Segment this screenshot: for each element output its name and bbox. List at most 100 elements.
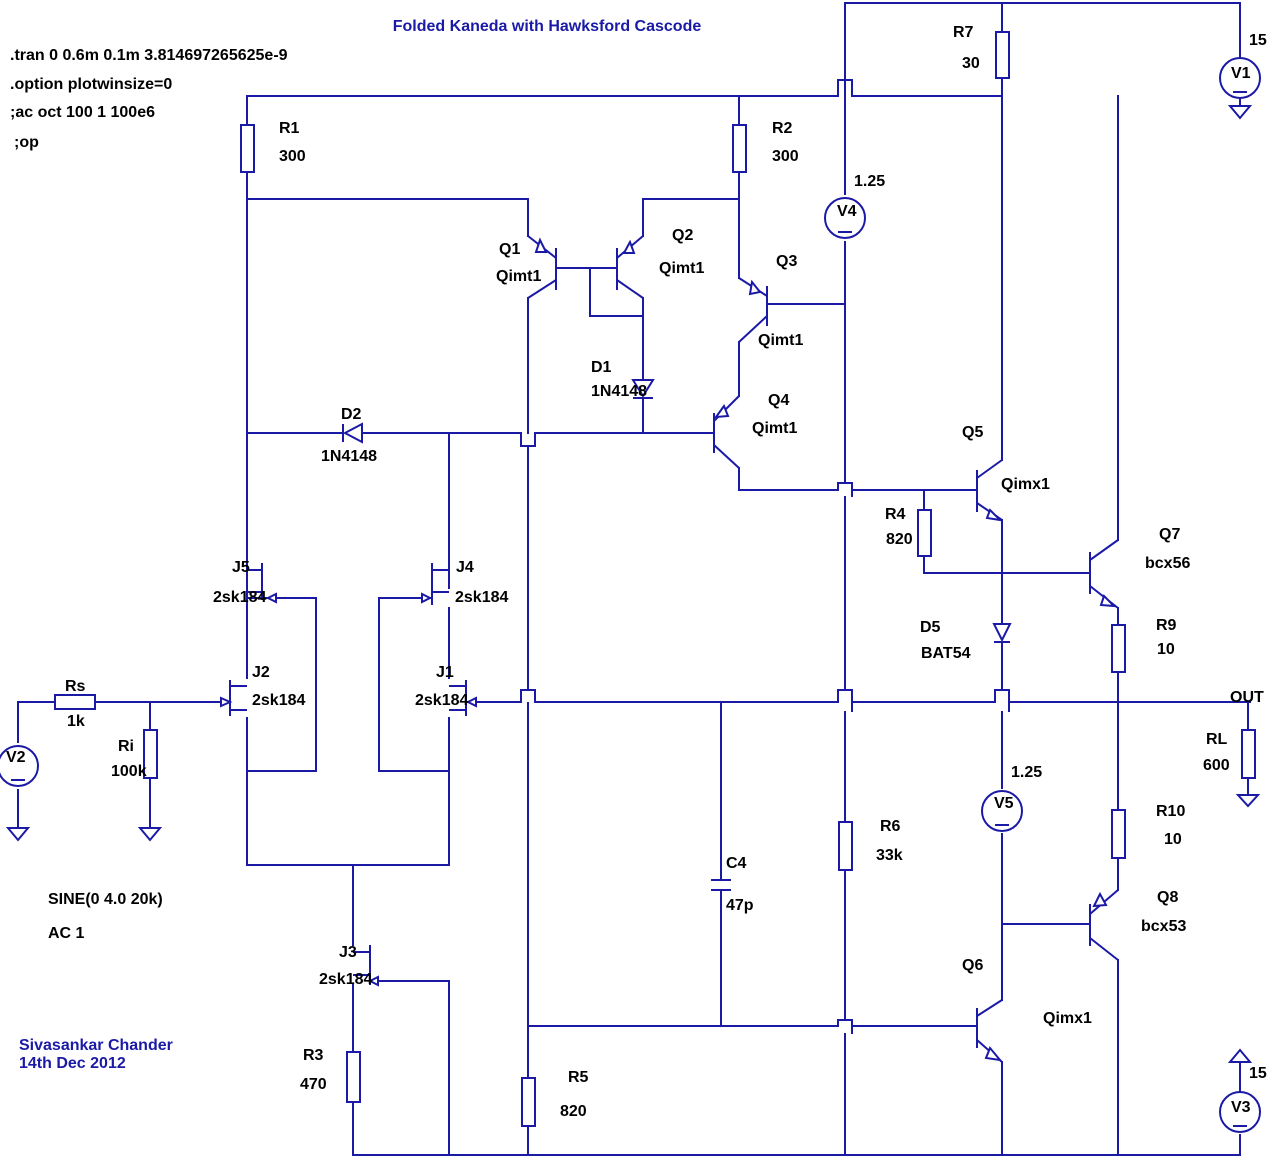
r3-value: 470 [300, 1076, 327, 1093]
transistor-q6-icon [976, 999, 1003, 1063]
d1-name: D1 [591, 359, 612, 376]
ground-icon [1227, 1048, 1253, 1092]
resistor-r7 [995, 31, 1010, 79]
resistor-r4 [917, 509, 932, 557]
q4-value: Qimt1 [752, 420, 797, 437]
rl-value: 600 [1203, 757, 1230, 774]
directive-line: .tran 0 0.6m 0.1m 3.814697265625e-9 [10, 47, 288, 64]
j4-value: 2sk184 [455, 589, 508, 606]
q2-value: Qimt1 [659, 260, 704, 277]
r1-value: 300 [279, 148, 306, 165]
voltage-source-v2-icon [0, 745, 39, 787]
transistor-q5-icon [976, 459, 1003, 522]
d1-value: 1N4148 [591, 383, 647, 400]
wire-crossovers [520, 79, 1010, 1034]
c4-value: 47p [726, 897, 754, 914]
transistor-q7-icon [1089, 539, 1119, 609]
voltage-source-v5-icon [981, 790, 1023, 832]
r6-value: 33k [876, 847, 903, 864]
j3-value: 2sk184 [319, 971, 372, 988]
v2-name: V2 [6, 749, 26, 766]
q5-value: Qimx1 [1001, 476, 1050, 493]
j3-name: J3 [339, 944, 357, 961]
q5-name: Q5 [962, 424, 983, 441]
d2-value: 1N4148 [321, 448, 377, 465]
r10-name: R10 [1156, 803, 1185, 820]
diodes [342, 379, 1012, 643]
r10-value: 10 [1164, 831, 1182, 848]
resistor-r10 [1111, 809, 1126, 859]
v5-value: 1.25 [1011, 764, 1042, 781]
resistors [54, 31, 1256, 1127]
ground-icon [137, 827, 163, 842]
author-date: 14th Dec 2012 [19, 1055, 126, 1072]
r2-value: 300 [772, 148, 799, 165]
v1-value: 15 [1249, 32, 1267, 49]
grounds [5, 98, 1261, 1092]
ground-icon [5, 827, 31, 842]
v4-value: 1.25 [854, 173, 885, 190]
ground-icon [1227, 98, 1253, 120]
j4-name: J4 [456, 559, 474, 576]
q3-name: Q3 [776, 253, 797, 270]
jfet-j1-icon [449, 680, 477, 716]
schematic-title: Folded Kaneda with Hawksford Cascode [393, 18, 702, 35]
diode-d2-icon [342, 422, 363, 444]
r6-name: R6 [880, 818, 901, 835]
q6-name: Q6 [962, 957, 983, 974]
q2-name: Q2 [672, 227, 693, 244]
net-label-out: OUT [1230, 689, 1264, 706]
text-labels: Folded Kaneda with Hawksford Cascode .tr… [6, 18, 1267, 1120]
q1-value: Qimt1 [496, 268, 541, 285]
jfet-j4-icon [421, 563, 449, 605]
rs-value: 1k [67, 713, 85, 730]
r7-value: 30 [962, 55, 980, 72]
resistor-ri [143, 729, 158, 779]
transistor-q8-icon [1089, 889, 1119, 961]
resistor-rl [1241, 729, 1256, 779]
j2-value: 2sk184 [252, 692, 305, 709]
resistor-r5 [521, 1077, 536, 1127]
ground-icon [1235, 794, 1261, 808]
ri-value: 100k [111, 763, 147, 780]
rl-name: RL [1206, 731, 1228, 748]
jfet-j5-icon [247, 563, 277, 604]
q1-name: Q1 [499, 241, 520, 258]
resistor-r3 [346, 1051, 361, 1103]
wires [17, 2, 1251, 1156]
r4-value: 820 [886, 531, 913, 548]
jfet-j3-icon [353, 945, 379, 987]
diode-d1-icon [631, 379, 655, 399]
ri-name: Ri [118, 738, 134, 755]
j1-value: 2sk184 [415, 692, 468, 709]
directive-line: .option plotwinsize=0 [10, 76, 172, 93]
source-spec: SINE(0 4.0 20k) [48, 891, 163, 908]
q7-value: bcx56 [1145, 555, 1190, 572]
transistor-q1-icon [527, 235, 557, 299]
transistor-q3-icon [738, 277, 768, 343]
q6-value: Qimx1 [1043, 1010, 1092, 1027]
r9-name: R9 [1156, 617, 1177, 634]
q8-name: Q8 [1157, 889, 1178, 906]
q8-value: bcx53 [1141, 918, 1186, 935]
transistor-q4-icon [713, 395, 740, 469]
r5-name: R5 [568, 1069, 589, 1086]
r7-name: R7 [953, 24, 974, 41]
author-name: Sivasankar Chander [19, 1037, 173, 1054]
v3-value: 15 [1249, 1065, 1267, 1082]
r3-name: R3 [303, 1047, 324, 1064]
voltage-sources [0, 57, 1261, 1133]
v5-name: V5 [994, 795, 1014, 812]
rs-name: Rs [65, 678, 86, 695]
d5-value: BAT54 [921, 645, 971, 662]
q7-name: Q7 [1159, 526, 1180, 543]
transistors [527, 235, 1119, 1063]
resistor-r9 [1111, 624, 1126, 673]
r2-name: R2 [772, 120, 793, 137]
directive-line: ;op [14, 134, 39, 151]
r5-value: 820 [560, 1103, 587, 1120]
v3-name: V3 [1231, 1099, 1251, 1116]
resistor-r1 [240, 124, 255, 173]
voltage-source-v4-icon [824, 197, 866, 239]
j5-value: 2sk184 [213, 589, 266, 606]
